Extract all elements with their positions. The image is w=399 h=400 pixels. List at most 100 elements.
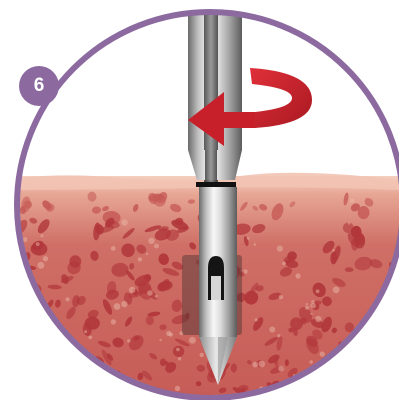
- bone-pore: [378, 363, 386, 370]
- bone-highlight: [393, 310, 399, 317]
- bone-highlight: [38, 262, 45, 269]
- bone-highlight: [32, 396, 38, 400]
- bone-highlight: [310, 360, 313, 363]
- bone-highlight: [252, 362, 258, 368]
- bone-pore: [25, 359, 36, 370]
- bone-pore: [382, 314, 390, 323]
- bone-pore: [65, 392, 71, 400]
- bone-highlight: [147, 290, 153, 296]
- bone-highlight: [333, 287, 340, 294]
- bone-highlight: [178, 357, 181, 360]
- bone-pore: [300, 391, 311, 400]
- bone-pore: [50, 385, 61, 397]
- bone-highlight: [0, 288, 6, 295]
- bone-highlight: [151, 393, 157, 399]
- bone-pore: [322, 388, 328, 400]
- bone-pore: [327, 392, 338, 397]
- bone-highlight: [84, 369, 90, 375]
- bone-highlight: [127, 339, 130, 342]
- bone-highlight: [36, 242, 40, 246]
- bone-highlight: [282, 262, 286, 266]
- bone-highlight: [377, 376, 380, 379]
- bone-highlight: [305, 306, 309, 310]
- bone-highlight: [66, 297, 70, 301]
- bone-highlight: [129, 287, 135, 293]
- bone-highlight: [320, 351, 325, 356]
- bone-highlight: [111, 246, 116, 251]
- bone-highlight: [243, 269, 248, 274]
- bone-pore: [69, 362, 86, 379]
- bone-highlight: [89, 387, 91, 389]
- bone-pore: [113, 383, 129, 400]
- bone-highlight: [259, 361, 265, 367]
- bone-highlight: [311, 300, 315, 304]
- bone-pore: [362, 365, 374, 377]
- depth-mark: [196, 182, 236, 187]
- bone-pore: [7, 343, 22, 356]
- bone-highlight: [155, 295, 158, 298]
- bone-pore: [354, 355, 368, 367]
- bone-highlight: [43, 256, 48, 261]
- bone-pore: [376, 355, 390, 366]
- bone-highlight: [28, 331, 30, 333]
- bone-highlight: [269, 327, 275, 333]
- bone-highlight: [310, 313, 312, 315]
- bone-pore: [5, 384, 19, 395]
- bone-highlight: [148, 238, 154, 244]
- bone-pore: [99, 387, 109, 397]
- bone-highlight: [189, 337, 196, 344]
- bone-pore: [30, 364, 47, 369]
- bone-pore: [0, 332, 12, 352]
- bone-highlight: [159, 339, 161, 341]
- bone-pore: [29, 382, 43, 397]
- bone-pore: [35, 366, 49, 383]
- bone-pore: [391, 366, 399, 378]
- bone-pore: [313, 383, 318, 393]
- bone-pore: [379, 305, 389, 323]
- bone-pore: [0, 276, 5, 294]
- bone-pore: [344, 369, 362, 387]
- bone-highlight: [138, 257, 142, 261]
- bone-highlight: [105, 391, 111, 397]
- bone-highlight: [350, 198, 355, 203]
- bone-pore: [348, 385, 353, 394]
- bone-highlight: [88, 336, 92, 340]
- bone-pore: [9, 280, 21, 289]
- bone-pore: [351, 379, 365, 392]
- bone-highlight: [121, 219, 127, 225]
- rotation-arrow-shaft: [222, 112, 255, 128]
- bone-pore: [380, 321, 390, 331]
- bone-highlight: [254, 243, 257, 246]
- bone-pore: [263, 393, 281, 400]
- bone-highlight: [277, 334, 280, 337]
- needle-taper-stripe: [205, 150, 217, 182]
- bone-highlight: [247, 237, 250, 240]
- bone-highlight: [8, 214, 11, 217]
- bone-highlight: [348, 222, 351, 225]
- bone-pore: [6, 337, 22, 349]
- needle-window-core: [211, 276, 221, 300]
- bone-pore: [331, 358, 348, 377]
- step-number-badge: 6: [19, 66, 59, 106]
- bone-pore: [285, 359, 289, 366]
- bone-highlight: [175, 386, 180, 391]
- bone-highlight: [332, 249, 334, 251]
- bone-pore: [331, 379, 349, 389]
- bone-highlight: [114, 303, 121, 310]
- bone-highlight: [84, 330, 87, 333]
- bone-highlight: [278, 366, 284, 372]
- bone-highlight: [166, 331, 171, 336]
- bone-pore: [267, 391, 283, 400]
- bone-highlight: [277, 246, 283, 252]
- bone-pore: [0, 265, 17, 282]
- bone-pore: [93, 381, 101, 390]
- bone-pore: [370, 350, 383, 361]
- bone-highlight: [176, 348, 180, 352]
- bone-highlight: [255, 318, 258, 321]
- bone-highlight: [0, 304, 4, 310]
- bone-pore: [49, 351, 61, 362]
- bone-pore: [369, 371, 390, 392]
- bone-highlight: [111, 319, 116, 324]
